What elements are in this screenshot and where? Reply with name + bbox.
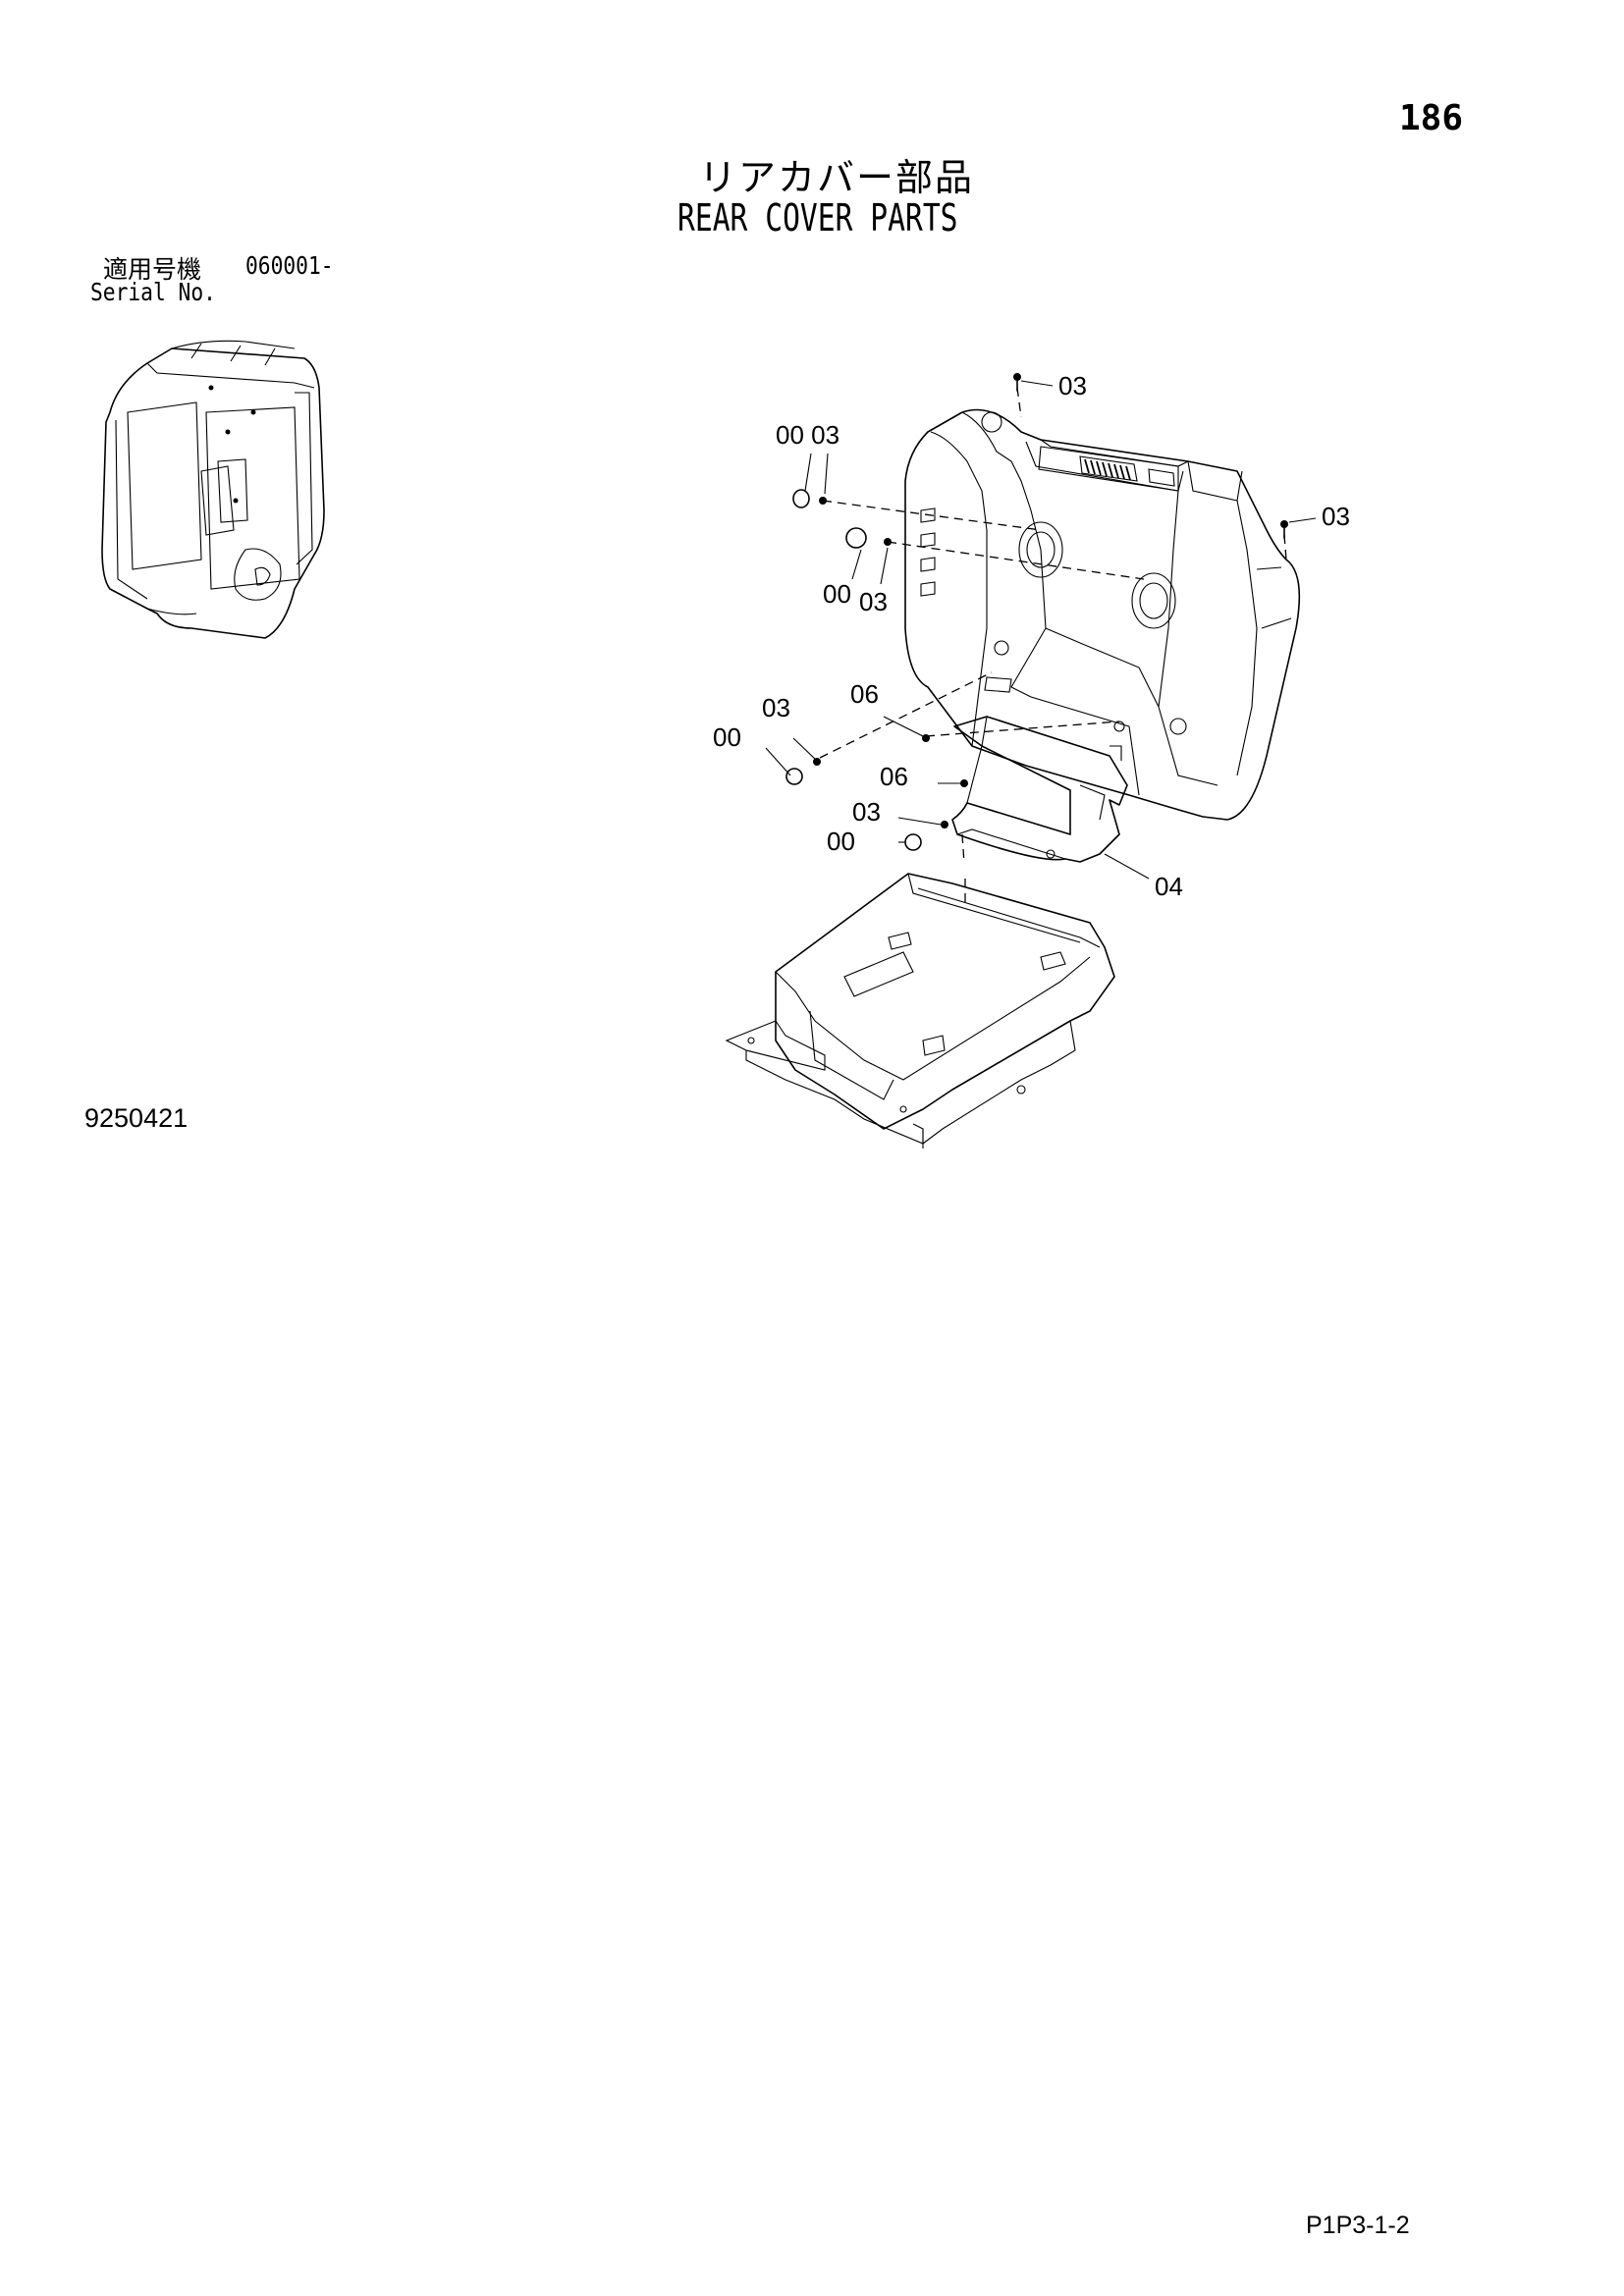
callout-00-mid: 00 [823,579,851,609]
bolt-fasteners [813,373,1288,828]
serial-number-range: 060001- [245,251,334,280]
callout-06-lower: 06 [880,762,908,791]
mounting-plate [951,716,1128,863]
page-reference: P1P3-1-2 [1306,2212,1410,2239]
callout-03-lower: 03 [852,797,881,827]
rear-cover-panel [904,408,1301,821]
cab-locator-thumbnail [101,340,325,639]
callout-04-plate: 04 [1155,872,1183,901]
callout-00-03-upper: 00 03 [776,420,839,450]
serial-label-english: Serial No. [90,278,216,306]
assembly-guide-lines [819,387,1287,903]
drawing-number: 9250421 [84,1103,189,1133]
page-title-english: REAR COVER PARTS [677,196,958,240]
page-title-japanese: リアカバー部品 [699,156,975,199]
serial-label-japanese: 適用号機 [103,255,202,284]
callout-00-left: 00 [713,722,741,752]
callout-06-left: 06 [850,679,879,709]
callout-03-right: 03 [1322,502,1350,531]
callout-00-lower: 00 [827,827,855,856]
floor-base-frame [725,873,1115,1148]
callout-03-left: 03 [762,693,790,722]
cap-fasteners [785,489,922,851]
callout-leaders [765,380,1317,880]
callout-03-top: 03 [1058,371,1087,400]
callout-03-mid: 03 [859,587,888,616]
page-number: 186 [1399,98,1464,138]
